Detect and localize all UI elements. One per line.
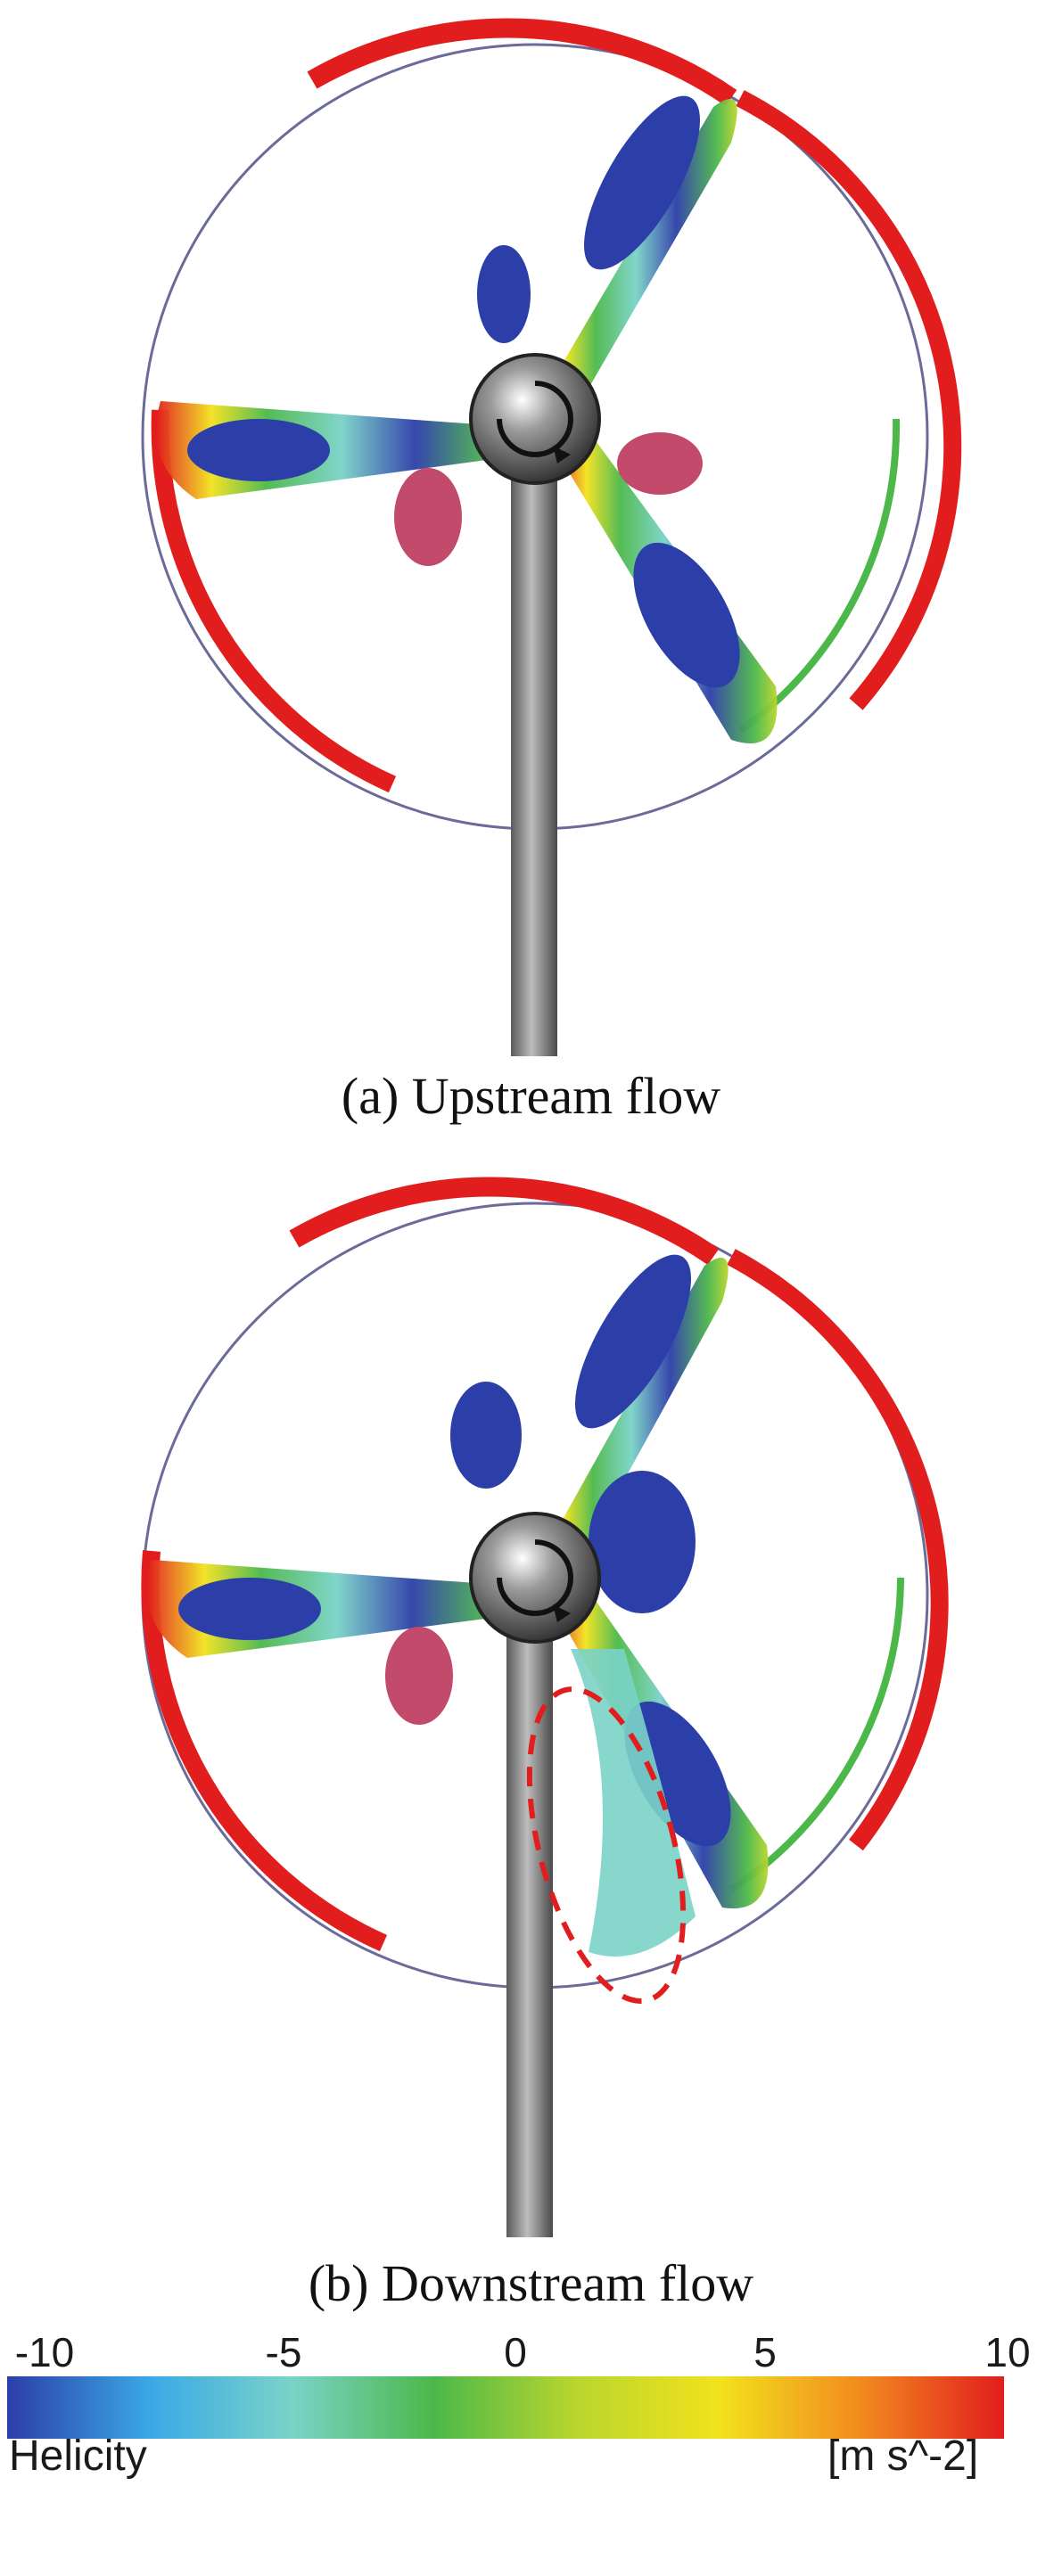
colorbar-unit-label: [m s^-2] [827, 2432, 979, 2480]
colorbar-tick-label: -10 [14, 2329, 75, 2375]
tip-vortex-arc [307, 18, 737, 107]
rotation-arrowhead-icon [553, 446, 571, 464]
caption-upstream-flow: (a) Upstream flow [341, 1067, 721, 1125]
tip-vortex-arc [729, 1577, 904, 1893]
tower [506, 1578, 553, 2237]
colorbar-quantity-label: Helicity [9, 2432, 147, 2480]
vortex-core [187, 419, 330, 481]
colorbar-tick-label: -5 [265, 2329, 302, 2375]
root-vortex [589, 1471, 696, 1613]
blade-helicity-surface [535, 1258, 729, 1578]
root-vortex [394, 468, 462, 566]
tip-vortex-arc [727, 1249, 949, 1851]
tower-wake-region [571, 1649, 696, 1957]
hub [469, 353, 601, 485]
tip-vortex-arc [737, 418, 901, 734]
colorbar-tick-label: 10 [984, 2329, 1031, 2375]
root-vortex [385, 1627, 453, 1725]
vortex-core [178, 1578, 321, 1640]
downstream-helicity-plot [141, 1177, 949, 2237]
root-vortex [617, 432, 703, 495]
tip-vortex-arc [151, 409, 397, 793]
vortex-core [624, 1701, 731, 1847]
colorbar-tick-label: 5 [753, 2329, 777, 2375]
tip-vortex-arc [289, 1177, 720, 1266]
vortex-core [633, 542, 740, 688]
vortex-core [575, 1254, 691, 1429]
colorbar-tick-label: 0 [504, 2329, 527, 2375]
root-vortex [450, 1382, 522, 1489]
rotation-arrowhead-icon [553, 1604, 571, 1622]
upstream-flow-panel [0, 0, 1062, 1061]
hub [469, 1512, 601, 1644]
rotation-arrow-icon [497, 1539, 573, 1616]
rotation-arrow-icon [497, 381, 573, 457]
downstream-flow-panel [0, 1150, 1062, 2576]
tip-vortex-arc [736, 90, 962, 710]
highlight-dashed-ellipse [526, 1686, 687, 2004]
blade-helicity-surface [535, 99, 737, 419]
vortex-core [584, 95, 700, 270]
root-vortex [477, 245, 531, 343]
caption-downstream-flow: (b) Downstream flow [308, 2254, 754, 2312]
upstream-helicity-plot [141, 18, 962, 1056]
tower [511, 419, 557, 1056]
tip-vortex-arc [141, 1550, 388, 1952]
helicity-colorbar [7, 2376, 1004, 2439]
